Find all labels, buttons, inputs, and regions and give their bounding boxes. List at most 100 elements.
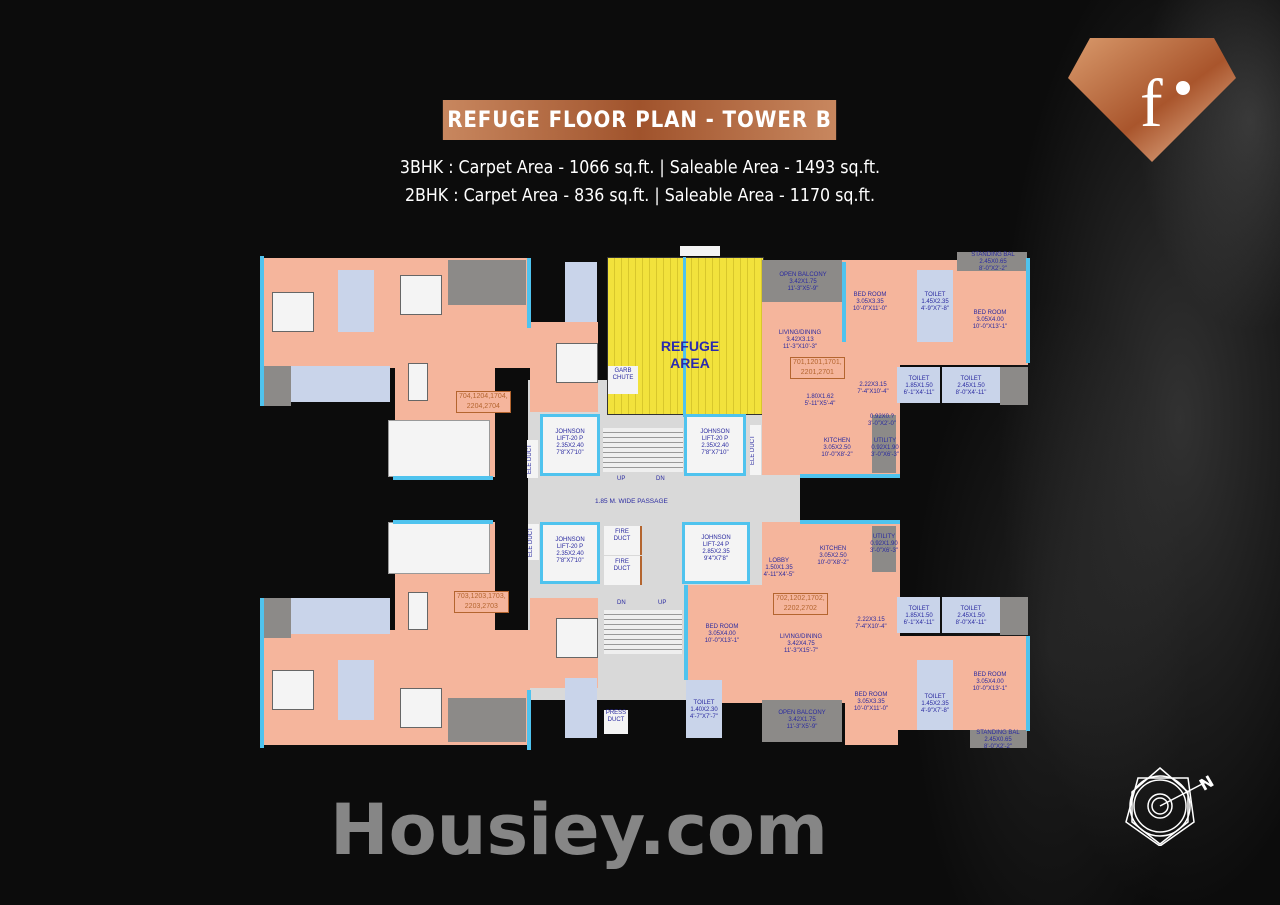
room-label: OPEN BALCONY 3.42X1.75 11'-3"X5'-9" [779,272,827,292]
toilet [565,262,597,322]
toilet [686,680,722,738]
room-label: BED ROOM 3.05X4.00 10'-0"X13'-1" [972,310,1008,330]
window [1026,258,1030,363]
garb-chute: GARB CHUTE [608,366,638,394]
duct [263,598,291,638]
room-label: TOILET 2.45X1.50 8'-0"X4'-11" [955,606,987,626]
window [260,256,264,406]
window [842,262,846,342]
kitchen-counter [388,420,490,477]
unit-number-2bhk-bottom: 702,1202,1702, 2202,2702 [773,593,828,615]
bed-icon [400,275,442,315]
room-label: LOBBY 1.50X1.35 4'-11"X4'-5" [763,558,795,578]
toilet [338,660,374,720]
lift-top-right: JOHNSON LIFT-20 P 2.35X2.40 7'8"X7'10" [684,414,746,476]
window [393,520,493,524]
room-label: TOILET 2.45X1.50 8'-0"X4'-11" [955,376,987,396]
svg-text:f: f [1140,65,1163,141]
room-label: TOILET 1.85X1.50 6'-1"X4'-11" [903,376,935,396]
room-label: OPEN BALCONY 3.42X1.75 11'-3"X5'-9" [778,710,826,730]
core-vent [680,246,720,256]
room-label: STANDING BAL 2.45X0.65 8'-0"X2'-2" [971,252,1015,272]
toilet [338,270,374,332]
area-3bhk: 3BHK : Carpet Area - 1066 sq.ft. | Salea… [399,157,881,178]
ele-duct-bottom: ELE DUCT [528,524,539,560]
bed-icon [272,292,314,332]
dining-table-icon [408,363,428,401]
duct [1000,367,1028,405]
lift-bottom-left: JOHNSON LIFT-20 P 2.35X2.40 7'8"X7'10" [540,522,600,584]
bed-icon [556,343,598,383]
unit-number-2bhk-top: 701,1201,1701, 2201,2701 [790,357,845,379]
bed-icon [272,670,314,710]
standing-balcony [957,252,1027,271]
stairs-dn-label: DN [617,600,626,606]
utility [872,526,896,572]
toilet [290,366,390,402]
room-label: 1.80X1.62 5'-11"X5'-4" [804,394,836,407]
toilet [565,678,597,738]
kitchen-counter [388,522,490,574]
room-label: LIVING/DINING 3.42X3.13 11'-3"X10'-3" [778,330,822,350]
room-label: TOILET 1.85X1.50 6'-1"X4'-11" [903,606,935,626]
room-label: LIVING/DINING 3.42X4.75 11'-3"X15'-7" [779,634,823,654]
window [800,520,900,524]
wall [683,257,686,417]
toilet [942,367,1000,403]
room-label: UTILITY 0.92X1.90 3'-0"X6'-3" [871,438,899,458]
staircase-top [603,428,683,472]
lift-top-left: JOHNSON LIFT-20 P 2.35X2.40 7'8"X7'10" [540,414,600,476]
compass-icon: N [1125,767,1217,846]
room-label: BED ROOM 3.05X3.35 10'-0"X11'-0" [852,292,888,312]
room-label: BED ROOM 3.05X4.00 10'-0"X13'-1" [704,624,740,644]
window [684,585,688,680]
window [800,474,900,478]
duct [263,366,291,406]
ele-duct-top-left: ELE DUCT [527,440,538,478]
unit-number-3bhk-bottom: 703,1203,1703, 2203,2703 [454,591,509,613]
utility [872,415,896,473]
brand-logo-icon: f [1068,38,1236,162]
open-balcony [762,260,842,302]
room-label: TOILET 1.45X2.35 4'-9"X7'-8" [921,292,949,312]
refuge-label: REFUGE AREA [660,338,720,371]
area-2bhk: 2BHK : Carpet Area - 836 sq.ft. | Saleab… [404,185,876,206]
stairs-dn-label: DN [656,476,665,482]
toilet [897,367,940,403]
staircase-bottom [604,610,682,654]
window [527,258,531,328]
lift-bottom-right: JOHNSON LIFT-24 P 2.85X2.35 9'4"X7'8" [682,522,750,584]
bed-icon [556,618,598,658]
dining-table-icon [408,592,428,630]
room-label: BED ROOM 3.05X3.35 10'-0"X11'-0" [853,692,889,712]
room-label: KITCHEN 3.05X2.50 10'-0"X8'-2" [821,438,853,458]
balcony [448,260,526,305]
stairs-up-label: UP [617,476,626,482]
unit-number-3bhk-top: 704,1204,1704, 2204,2704 [456,391,511,413]
page-title: REFUGE FLOOR PLAN - TOWER B [442,100,837,140]
standing-balcony [970,730,1027,748]
balcony [448,698,526,742]
open-balcony [762,700,842,742]
bedroom [845,660,898,745]
room-label: BED ROOM 3.05X4.00 10'-0"X13'-1" [972,672,1008,692]
window [1026,636,1030,731]
window [527,690,531,750]
room-label: TOILET 1.40X2.30 4'-7"X7'-7" [690,700,718,720]
room-label: 2.22X3.15 7'-4"X10'-4" [857,382,889,395]
window [260,598,264,748]
room-label: 2.22X3.15 7'-4"X10'-4" [855,617,887,630]
fire-duct-1: FIRE DUCT [604,526,642,555]
room-label: STANDING BAL 2.45X0.65 8'-0"X2'-2" [976,730,1020,750]
passage-label: 1.85 M. WIDE PASSAGE [595,498,668,505]
window [393,476,493,480]
toilet [897,597,940,633]
room-label: 0.92X0.? 3'-0"X2'-0" [868,414,896,427]
toilet [942,597,1000,633]
ele-duct-top-right: ELE DUCT [750,425,761,475]
room-label: TOILET 1.45X2.35 4'-9"X7'-8" [921,694,949,714]
press-duct: PRESS DUCT [604,710,628,734]
duct [1000,597,1028,635]
toilet [917,270,953,342]
